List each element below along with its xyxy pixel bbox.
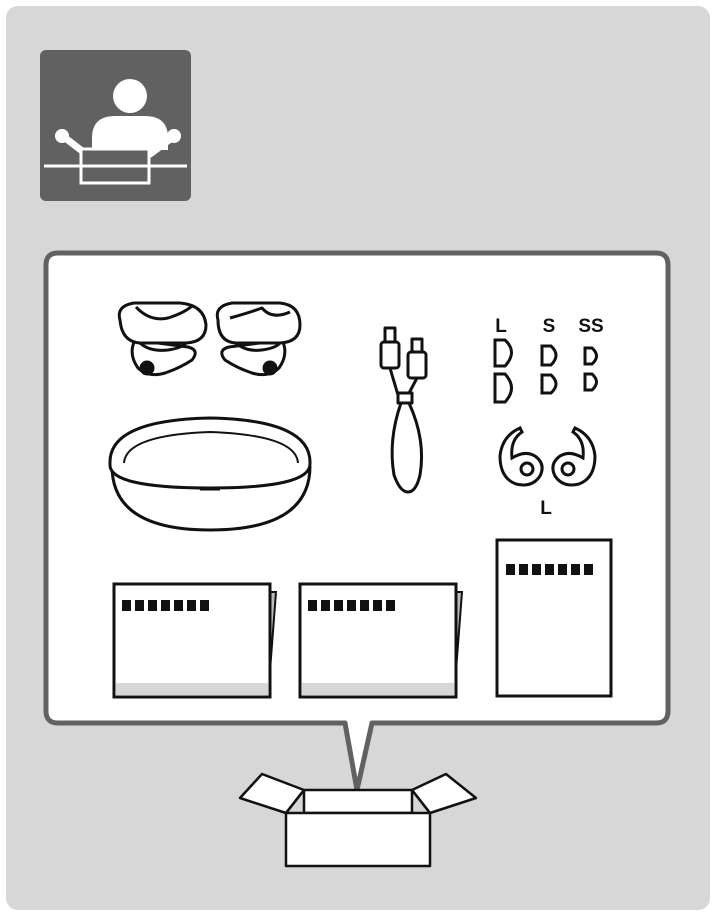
document-icon (300, 584, 462, 697)
ear-tip-size-label: L (495, 316, 507, 337)
charging-case-icon (110, 418, 310, 530)
document-icon (497, 540, 611, 696)
ear-tip-size-label: S (543, 316, 556, 337)
ear-tip-size-label: SS (578, 316, 603, 337)
ear-fin-size-label: L (540, 498, 552, 519)
document-icon (114, 584, 276, 697)
